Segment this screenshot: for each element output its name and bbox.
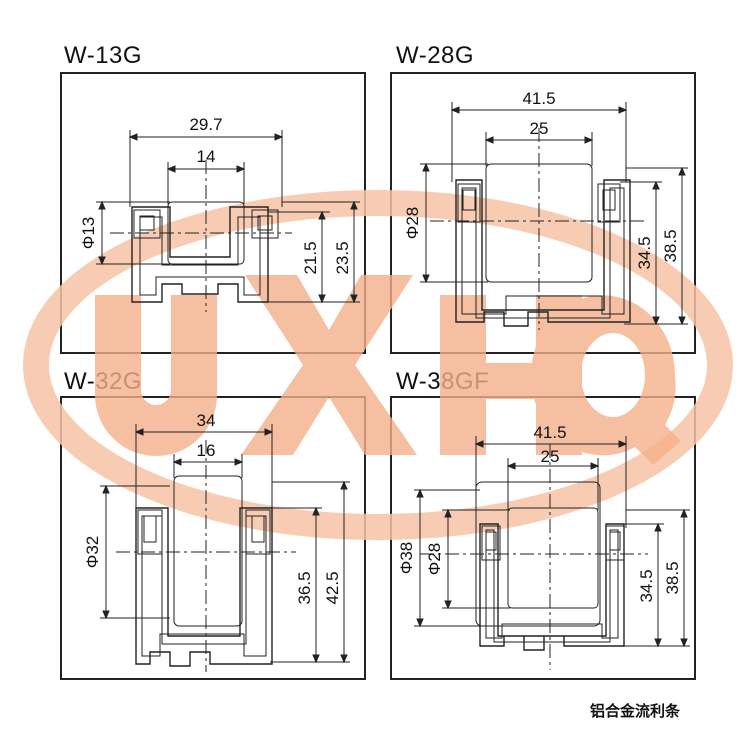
dim-diameter-inner-w38gf: Φ28 xyxy=(425,543,444,575)
dim-height-inner-w13g: 21.5 xyxy=(301,241,320,274)
dim-height-inner-w28g: 34.5 xyxy=(635,236,654,269)
dim-diameter-outer-w38gf: Φ38 xyxy=(397,542,416,574)
dim-width-roller-w38gf: 25 xyxy=(541,447,560,466)
panel-title-w13g: W-13G xyxy=(64,42,143,69)
dim-width-outer-w28g: 41.5 xyxy=(522,89,555,108)
dim-diameter-w28g: Φ28 xyxy=(403,207,422,239)
dim-width-roller-w32g: 16 xyxy=(197,441,216,460)
dim-width-outer-w13g: 29.7 xyxy=(189,115,222,134)
dim-width-roller-w13g: 14 xyxy=(197,147,216,166)
dim-width-outer-w32g: 34 xyxy=(197,411,216,430)
diagram-w32g: 34 16 Φ32 36.5 42.5 xyxy=(83,411,350,672)
diagram-w28g: 41.5 25 Φ28 34.5 38.5 xyxy=(403,89,688,330)
dim-width-outer-w38gf: 41.5 xyxy=(533,423,566,442)
dim-height-inner-w32g: 36.5 xyxy=(295,571,314,604)
dim-diameter-w32g: Φ32 xyxy=(83,536,102,568)
caption-product-name: 铝合金流利条 xyxy=(590,702,681,720)
dim-height-outer-w13g: 23.5 xyxy=(333,241,352,274)
dim-height-outer-w32g: 42.5 xyxy=(323,571,342,604)
dim-height-inner-w38gf: 34.5 xyxy=(637,569,656,602)
diagram-w13g: 29.7 14 Φ13 21.5 23.5 xyxy=(79,115,360,312)
diagram-w38gf: 41.5 25 Φ38 Φ28 34.5 38.5 xyxy=(397,423,690,670)
dim-height-outer-w28g: 38.5 xyxy=(661,229,680,262)
dim-height-outer-w38gf: 38.5 xyxy=(663,561,682,594)
dim-width-roller-w28g: 25 xyxy=(530,119,549,138)
dim-diameter-w13g: Φ13 xyxy=(79,217,98,249)
panel-title-w28g: W-28G xyxy=(396,42,475,69)
